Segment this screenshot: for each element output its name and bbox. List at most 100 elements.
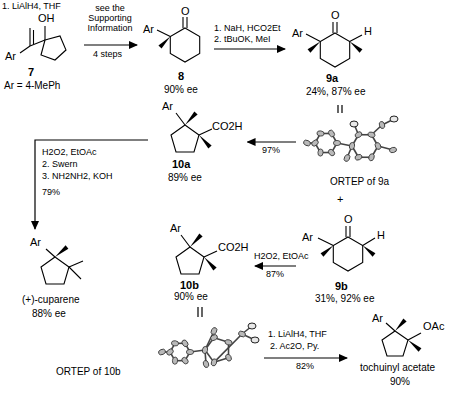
atom-label: Ar [143, 23, 154, 35]
plus-sign: + [337, 193, 343, 205]
bond [336, 22, 337, 33]
ortep-atom [327, 148, 336, 157]
ring-bond [320, 33, 349, 67]
atom-label: H [364, 25, 372, 37]
compound: ArOActochuinyl acetate90% [350, 310, 450, 392]
reagent-text: 1. LiAlH4, THF [268, 330, 327, 340]
compound: ORTEP of 10b [52, 318, 262, 390]
ring-bond [333, 237, 362, 271]
atom-label: Ar [170, 222, 181, 234]
atom-label: O [181, 5, 190, 17]
ortep-atom [378, 121, 385, 130]
ortep-atom [303, 139, 312, 147]
atom-label: Ar [5, 50, 16, 62]
bond [181, 235, 190, 247]
ortep-atom [354, 131, 363, 139]
bond [157, 30, 170, 37]
reagent-text: 2. tBuOK, MeI [214, 35, 271, 45]
ring-bond [170, 28, 199, 62]
atom-label: H [377, 229, 385, 241]
wedge-bond [350, 42, 363, 53]
ortep-atom [368, 153, 375, 162]
reagent-text: 4 steps [93, 50, 122, 60]
bond [46, 249, 55, 257]
atom-label: O [344, 213, 353, 225]
bond [204, 251, 217, 257]
reaction-arrow [214, 48, 285, 49]
bond [363, 238, 375, 246]
bond [199, 129, 212, 135]
reaction-arrow [248, 141, 296, 142]
reagent-text: 79% [42, 188, 60, 198]
bond [306, 34, 320, 42]
atom-label: OH [38, 12, 55, 24]
compound: ORTEP of 9a [298, 114, 426, 192]
atom-label: Ar [302, 231, 313, 243]
caption: ORTEP of 9a [330, 176, 389, 187]
wedge-bond [408, 340, 421, 352]
reaction-arrow [255, 265, 296, 266]
ortep-atom [389, 147, 397, 154]
bond [69, 261, 83, 267]
atom-label: Ar [292, 27, 303, 39]
ortep-atom [186, 349, 193, 354]
compound: Ar(+)-cuparene88% ee [5, 232, 105, 324]
bond [345, 226, 346, 237]
caption: tochuinyl acetate [360, 362, 435, 373]
ortep-atom [181, 339, 189, 348]
bond [349, 226, 350, 237]
reagent-text: 82% [296, 362, 314, 372]
atom-label: OAc [423, 320, 444, 332]
caption: 88% ee [32, 308, 66, 319]
ortep-atom [210, 358, 217, 367]
compound-number: 9b [335, 280, 348, 292]
compound: OAr890% ee [140, 2, 212, 100]
ortep-oxygen [248, 323, 256, 329]
ortep-atom [166, 348, 175, 357]
bond [318, 238, 333, 246]
ring-bond [176, 247, 204, 274]
ortep-atom [238, 330, 247, 338]
bond [30, 40, 45, 46]
compound: OHAr9a24%, 87% ee [288, 4, 403, 104]
reagent-text: H2O2, EtOAc [254, 252, 309, 262]
reagent-text: 87% [266, 270, 284, 280]
reaction-arrow [264, 357, 347, 358]
bond [29, 28, 30, 46]
bond [408, 333, 421, 340]
atom-label: CO2H [212, 120, 243, 132]
compound-number: 10b [180, 279, 199, 291]
bond [176, 113, 185, 125]
reagent-text: 2. Swern [42, 160, 78, 170]
ortep-oxygen [350, 121, 358, 127]
wedge-bond [363, 246, 376, 257]
caption: 89% ee [168, 172, 202, 183]
compound-number: 8 [178, 70, 184, 82]
ortep-atom [225, 353, 233, 362]
caption: 31%, 92% ee [315, 293, 375, 304]
atom-label: Ar [372, 312, 383, 324]
bond [33, 30, 34, 44]
wedge-bond [321, 246, 334, 257]
ortep-atom [311, 139, 320, 148]
reagent-text: 1. NaH, HCO2Et [214, 24, 281, 34]
reaction-arrow [84, 44, 137, 45]
reagent-text: H2O2, EtOAc [42, 148, 97, 158]
compound-number: 10a [172, 158, 190, 170]
bond [386, 323, 395, 331]
ortep-atom [158, 348, 167, 356]
ortep-atom [374, 142, 382, 151]
wedge-bond [190, 234, 203, 247]
compound-number: 9a [326, 72, 338, 84]
compound: ArCO2H10a89% ee [150, 96, 245, 186]
ortep-atom [181, 356, 190, 365]
wedge-bond [55, 245, 68, 257]
ortep-atom [202, 346, 209, 354]
wedge-bond [395, 319, 407, 331]
ortep-atom [354, 153, 363, 161]
bond [69, 267, 81, 279]
atom-label: Ar [30, 236, 41, 248]
bond [350, 35, 362, 42]
